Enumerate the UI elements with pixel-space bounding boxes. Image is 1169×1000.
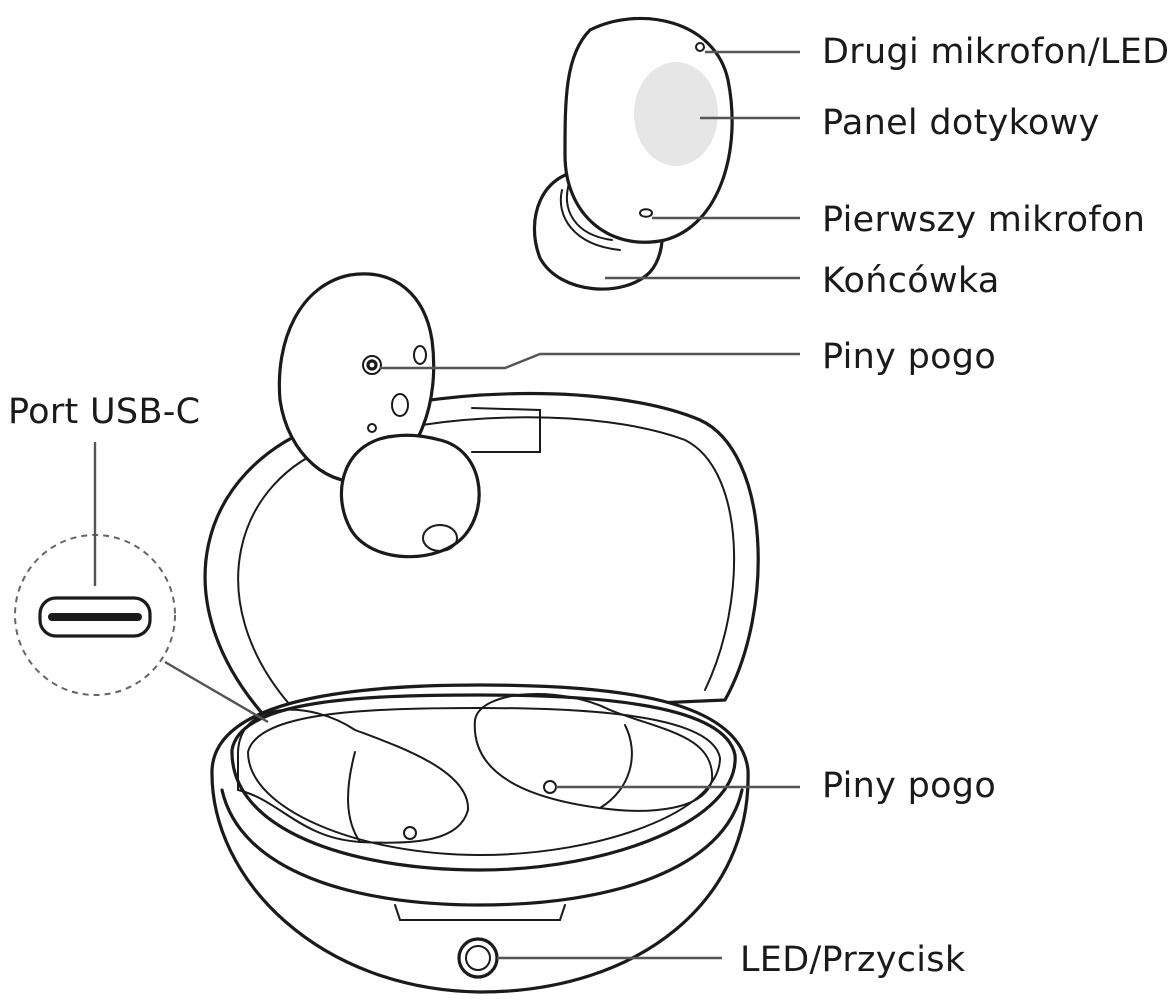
- label-second-mic-led: Drugi mikrofon/LED: [822, 32, 1169, 72]
- label-pogo-pins-case: Piny pogo: [822, 766, 996, 806]
- case-lid: [205, 394, 758, 720]
- label-usb-c-port: Port USB-C: [8, 392, 200, 432]
- label-touch-panel: Panel dotykowy: [822, 103, 1100, 143]
- label-pogo-pins-earbud: Piny pogo: [822, 337, 996, 377]
- label-first-mic: Pierwszy mikrofon: [822, 200, 1145, 240]
- earbud-top: [534, 18, 732, 289]
- label-ear-tip: Końcówka: [822, 261, 1000, 301]
- case-base: [212, 685, 748, 992]
- label-led-button: LED/Przycisk: [740, 940, 965, 980]
- touch-panel-area: [634, 62, 718, 166]
